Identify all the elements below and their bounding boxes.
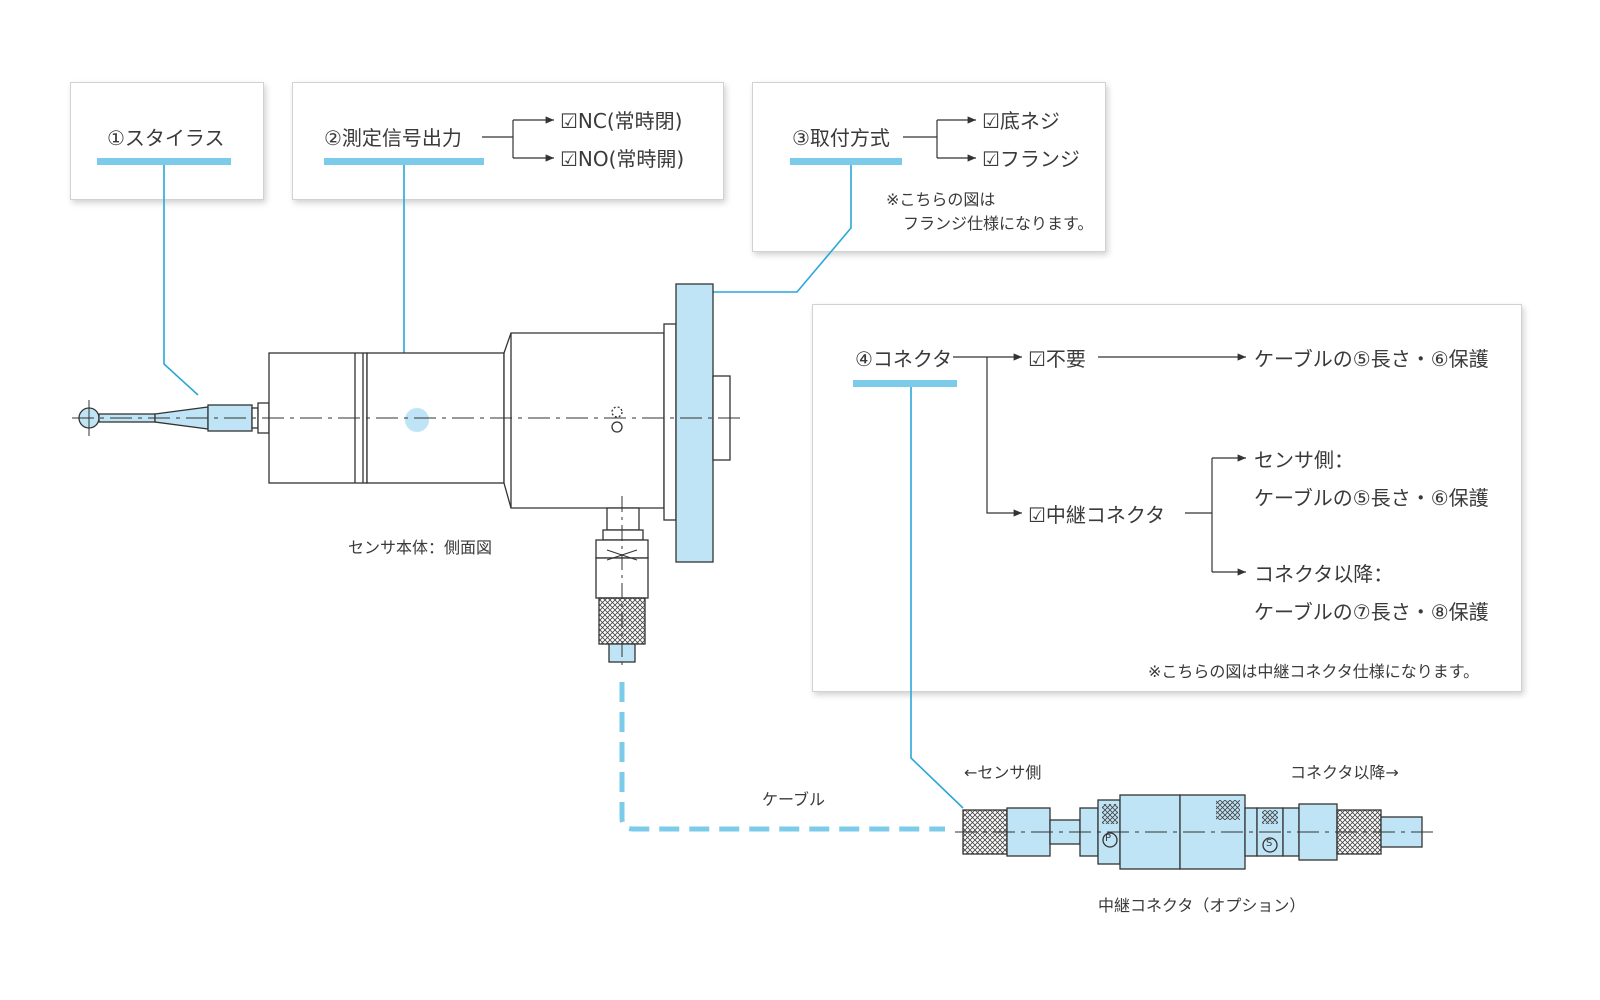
- pin-s-mark: S: [1266, 838, 1273, 849]
- connector-note: ※こちらの図は中継コネクタ仕様になります。: [1148, 662, 1480, 681]
- sensor-side-value: ケーブルの⑤長さ・⑥保護: [1254, 486, 1489, 510]
- signal-underline: [324, 158, 484, 165]
- connector-branch-lines: [953, 353, 1246, 576]
- connector-callout-box: [812, 304, 1522, 692]
- relay-caption: 中継コネクタ（オプション）: [1098, 896, 1306, 915]
- connector-label: ④コネクタ: [855, 347, 953, 371]
- mount-underline: [790, 158, 902, 165]
- mount-option-flange: ☑フランジ: [982, 147, 1080, 171]
- stylus-callout-box: [70, 82, 264, 200]
- cable-dashed: [619, 682, 945, 832]
- mount-callout-box: [752, 82, 1106, 252]
- stylus-label: ①スタイラス: [107, 126, 225, 150]
- after-connector-title: コネクタ以降：: [1254, 562, 1394, 586]
- leader-lines: [163, 162, 964, 809]
- signal-option-no: ☑NO(常時開): [560, 147, 685, 171]
- pin-p-mark: P: [1105, 833, 1112, 844]
- mount-option-bottom-screw: ☑底ネジ: [982, 109, 1060, 133]
- connector-option-relay: ☑中継コネクタ: [1028, 503, 1166, 527]
- left-arrow-label: ←センサ側: [964, 763, 1042, 782]
- signal-option-nc: ☑NC(常時閉): [560, 109, 683, 133]
- right-arrow-label: コネクタ以降→: [1290, 763, 1399, 782]
- sensor-side-title: センサ側：: [1254, 448, 1354, 472]
- signal-label: ②測定信号出力: [324, 126, 462, 150]
- mount-branch-lines: [903, 116, 976, 162]
- mount-label: ③取付方式: [792, 126, 890, 150]
- stylus-underline: [97, 158, 231, 165]
- sensor-caption: センサ本体：側面図: [348, 538, 493, 557]
- cable-label: ケーブル: [762, 790, 826, 809]
- signal-branch-lines: [482, 116, 554, 162]
- connector-none-result: ケーブルの⑤長さ・⑥保護: [1254, 347, 1489, 371]
- after-connector-value: ケーブルの⑦長さ・⑧保護: [1254, 600, 1489, 624]
- connector-underline: [853, 380, 957, 387]
- mount-note-line2: フランジ仕様になります。: [903, 214, 1094, 233]
- signal-callout-box: [292, 82, 724, 200]
- connector-option-none: ☑不要: [1028, 347, 1086, 371]
- mount-note-line1: ※こちらの図は: [886, 190, 996, 209]
